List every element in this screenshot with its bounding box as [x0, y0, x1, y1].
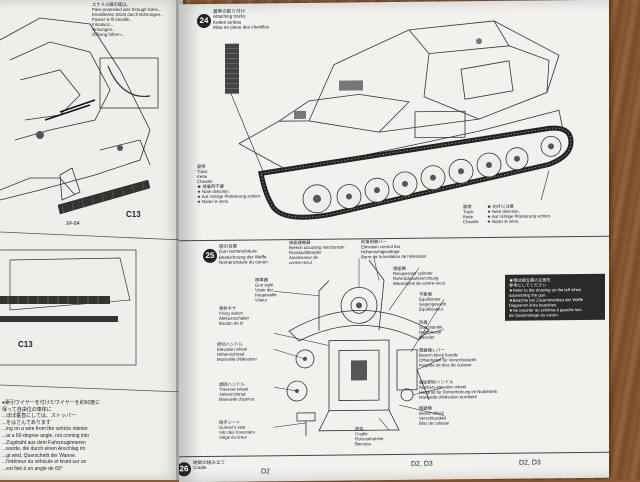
left-bottom-note: ●牽引ワイヤーを付けたワイヤーを約60度に 保って自由位の車体に ...ほぼ垂直… — [2, 400, 100, 473]
label-aux-elevation-wheel: 補助俯仰ハンドル Auxiliary elevation wheel Handr… — [419, 379, 497, 400]
label-firing-switch: 発射ギヤ Firing switch Abfeuerschalter Bouto… — [219, 306, 249, 326]
label-elevation-control-bar: 仰角制御バー Elevation control bar Höhenrichtg… — [361, 239, 426, 260]
left-page: エナメル線の端は、 Pass enameled wire through hol… — [0, 0, 183, 480]
right-page: 24 履帯の取り付け Attaching tracks Ketten einba… — [179, 0, 609, 482]
label-breech-actuating: 後座緩衝器 Breech actuating mechanism Rücklau… — [289, 240, 344, 266]
label-breech-block-handle: 閉鎖機レバー Breech block handle Öffnerhebel f… — [419, 347, 476, 368]
step-24-track-note-right: 履帯 Track Kette Chenille — [463, 204, 479, 224]
step-26-ref-d2: D2 — [261, 469, 270, 474]
label-recuperator-cylinder: 復座機 Recuperator cylinder Rohrrücklaufein… — [393, 265, 445, 286]
step-24-direction-note: ★ 向きに注意 ★ Note direction. ★ Auf richtige… — [487, 203, 551, 224]
ref-xf84: XF-84 — [66, 222, 80, 227]
label-traverse-wheel: 旋回ハンドル Traverse wheel Seitenrichtrad Man… — [219, 381, 254, 401]
ref-c13-bottom: C13 — [18, 340, 33, 349]
left-top-note: エナメル線の端は、 Pass enameled wire through hol… — [92, 2, 164, 37]
label-breech-block: 閉鎖機 Breech block Verschlusskeil Bloc de … — [419, 405, 449, 425]
step-26-ref-d2-d3-b: D2, D3 — [519, 460, 541, 465]
label-cradle: 揺架 Cradle Rohraufnahme Berceau — [355, 426, 383, 446]
step-26-number: 26 — [179, 462, 191, 476]
label-equilibrator: 平衡機 Equilibrator Gegengewicht Équilibrat… — [419, 291, 446, 311]
label-gun-mantlet: 防盾 Gun mantlet Rohrblende Bouclier — [419, 319, 442, 339]
label-elevation-wheel: 俯仰ハンドル Elevation wheel Höhenrichtrad Man… — [217, 341, 257, 361]
step-25-note-box: ★砲は組立図の左側を 参考にしてください ★Refer to the drawi… — [505, 274, 605, 321]
ref-c13-top: C13 — [126, 210, 141, 219]
step-24-track-note-left: 履帯 Track Kette Chenille ★ 接着剤不要 ★ Note d… — [197, 163, 261, 204]
label-gunners-seat: 砲手シート Gunner's seat Sitz des Kanoniers S… — [219, 419, 255, 439]
step-26-ref-d2-d3-a: D2, D3 — [411, 462, 433, 467]
step-26-title: 砲架の組み立て Cradle — [193, 460, 225, 471]
label-gun-sight: 照準器 Gun sight Visier der Hauptwaffe Vise… — [255, 277, 277, 302]
